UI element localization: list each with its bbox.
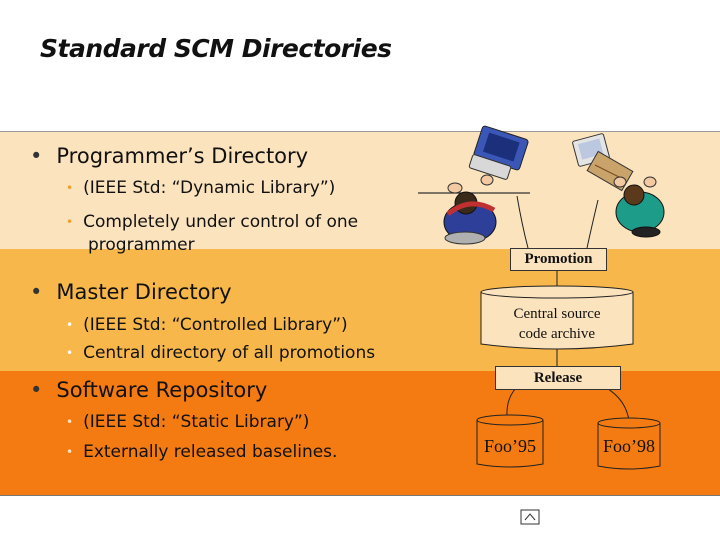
archive-label-line1: Central source <box>484 304 630 324</box>
archive-label-line2: code archive <box>484 324 630 344</box>
footer-slide-icon <box>521 510 539 524</box>
archive-label: Central source code archive <box>484 304 630 344</box>
promotion-label: Promotion <box>510 248 607 271</box>
release-label: Release <box>495 366 621 390</box>
foo98-label: Foo’98 <box>598 436 660 457</box>
programmer-workstation-left-icon <box>418 125 530 244</box>
foo95-label: Foo’95 <box>477 436 543 457</box>
programmer-workstation-right-icon <box>572 133 664 237</box>
